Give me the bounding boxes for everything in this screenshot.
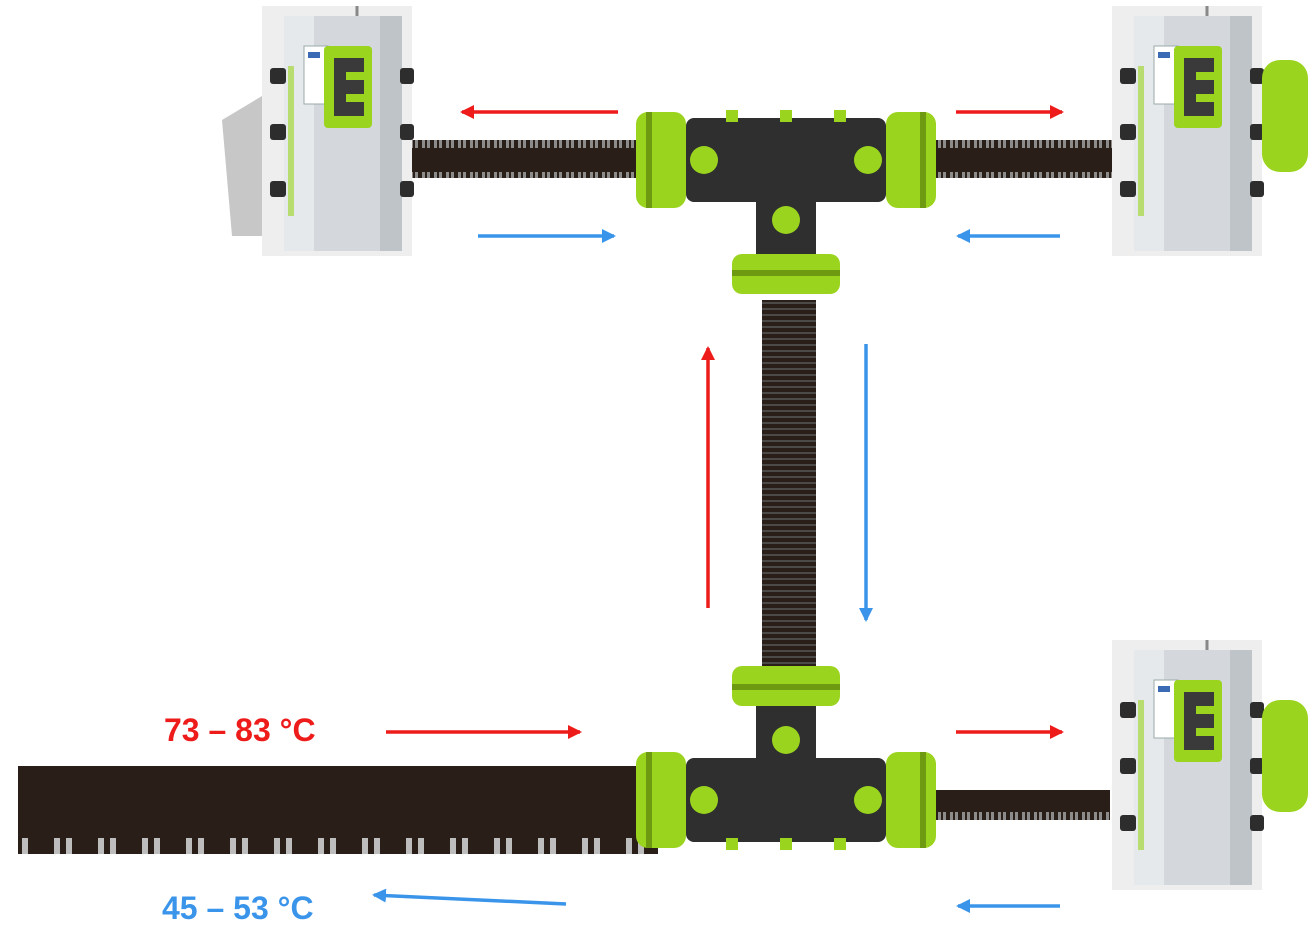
pipe-vertical [762,300,816,670]
storage-cylinder-shape [1262,60,1308,172]
boiler-tank-icon [1110,4,1266,258]
return-temperature-label: 45 – 53 °C [162,890,314,926]
pipe-top-left [400,140,640,178]
pipe-top-right [930,140,1120,178]
tee-junction-icon [636,666,936,850]
boiler-tank-icon [260,4,416,258]
pellet-hopper-shape [222,96,262,236]
pipe-main-bottom-left [18,766,658,854]
flow-arrow-icon [372,888,567,906]
tee-junction-icon [636,110,936,294]
storage-cylinder-shape [1262,700,1308,812]
supply-temperature-label: 73 – 83 °C [164,712,316,748]
pipe-bottom-right [930,790,1110,820]
boiler-tank-icon [1110,638,1266,892]
